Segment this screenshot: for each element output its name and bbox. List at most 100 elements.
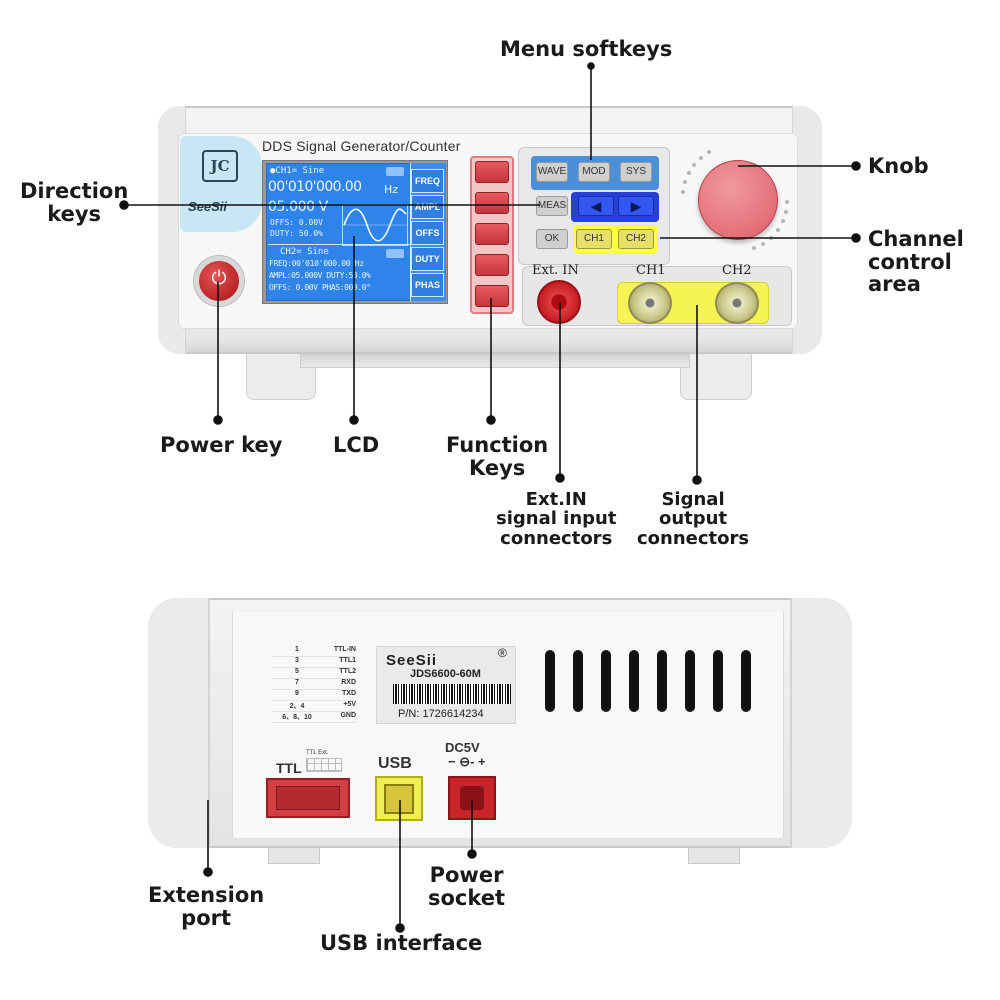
ext-in-label: Ext. IN <box>532 263 579 278</box>
ttl-mini-pin-grid <box>306 758 342 772</box>
sys-key[interactable]: SYS <box>620 162 652 182</box>
lcd-ch1-offset: OFFS: 0.00V <box>270 218 323 227</box>
callout-extension-port: Extension port <box>148 884 264 929</box>
ext-in-connector[interactable] <box>537 280 581 324</box>
lcd-ch1-amplitude: 05.000 V <box>268 199 328 215</box>
power-icon: ⏻ <box>211 268 227 289</box>
ch1-output-label: CH1 <box>636 263 666 278</box>
callout-extension-port-line: port <box>181 905 232 930</box>
brand-logo-icon: JC <box>202 150 238 182</box>
vent-slot <box>573 650 583 712</box>
label-brand: SeeSii <box>386 652 438 669</box>
callout-ext-in-line: Ext.IN <box>525 489 587 510</box>
mod-key[interactable]: MOD <box>578 162 610 182</box>
lcd-menu-duty: DUTY <box>411 247 444 271</box>
callout-extension-port-line: Extension <box>148 883 265 907</box>
lcd-divider <box>268 244 410 245</box>
lcd-menu-ampl: AMPL <box>411 195 444 219</box>
callout-ext-in: Ext.IN signal input connectors <box>496 489 617 549</box>
ttl-label: TTL <box>276 760 302 776</box>
wave-key[interactable]: WAVE <box>536 162 568 182</box>
device-model-text: DDS Signal Generator/Counter <box>262 138 461 154</box>
lcd-ch2-frequency: FREQ:00'010'000.00 Hz <box>269 259 364 268</box>
callout-power-socket-line: socket <box>428 885 506 910</box>
vent-slot <box>741 650 751 712</box>
vent-slot <box>713 650 723 712</box>
vent-slot <box>545 650 555 712</box>
registered-mark: ® <box>498 646 507 660</box>
dc-label: DC5V <box>445 740 480 755</box>
callout-function-keys: Function Keys <box>446 434 548 479</box>
lcd-on-badge <box>386 167 404 176</box>
back-left-rim <box>148 598 210 848</box>
callout-direction-keys-line: Direction <box>20 179 129 203</box>
back-right-rim <box>790 598 852 848</box>
callout-signal-output: Signal output connectors <box>637 489 750 549</box>
callout-usb-interface: USB interface <box>320 931 483 955</box>
callout-signal-output-line: connectors <box>637 527 750 549</box>
lcd-ch1-header: ●CH1= Sine <box>270 166 325 176</box>
lcd-ch2-amplitude: AMPL:05.000V DUTY:50.0% <box>269 271 371 280</box>
callout-power-key: Power key <box>160 433 283 457</box>
lcd-ch2-header: CH2= Sine <box>280 247 329 257</box>
lcd-ch1-duty: DUTY: 50.0% <box>270 229 323 238</box>
vent-slot <box>601 650 611 712</box>
brand-name: SeeSii <box>188 199 228 214</box>
lcd-menu-offs: OFFS <box>411 221 444 245</box>
right-arrow-key[interactable]: ▶ <box>618 196 654 216</box>
ch1-bnc-connector[interactable] <box>628 282 672 324</box>
usb-port-inner <box>384 784 414 814</box>
ch2-bnc-connector[interactable] <box>715 282 759 324</box>
callout-signal-output-line: Signal <box>661 489 725 510</box>
lcd-ch1-frequency: 00'010'000.00 <box>268 179 362 195</box>
callout-channel-control-line: Channel <box>868 227 964 251</box>
lcd-on-badge <box>386 249 404 258</box>
left-arrow-key[interactable]: ◀ <box>578 196 614 216</box>
callout-lcd: LCD <box>333 433 380 457</box>
callout-channel-control-line: area <box>868 272 921 297</box>
function-key-1[interactable] <box>475 161 509 183</box>
callout-ext-in-line: connectors <box>500 527 613 549</box>
ttl-port-pins <box>276 786 340 810</box>
callout-function-keys-line: Function <box>446 433 549 457</box>
callout-knob: Knob <box>868 154 929 178</box>
ch1-key[interactable]: CH1 <box>576 229 612 249</box>
dc-polarity-icon: − ⊖- + <box>448 754 486 769</box>
vent-slot <box>657 650 667 712</box>
power-button[interactable] <box>194 256 244 306</box>
function-key-4[interactable] <box>475 254 509 276</box>
callout-direction-keys: Direction keys <box>20 180 128 225</box>
vent-slot <box>629 650 639 712</box>
callout-channel-control: Channel control area <box>868 228 964 296</box>
ch2-key[interactable]: CH2 <box>618 229 654 249</box>
callout-ext-in-line: signal input <box>496 508 617 530</box>
front-stand-bar <box>300 354 690 368</box>
lcd-ch2-offset: OFFS: 0.00V PHAS:000.0° <box>269 283 371 292</box>
callout-channel-control-line: control <box>868 249 952 274</box>
function-key-5[interactable] <box>475 285 509 307</box>
meas-key[interactable]: MEAS <box>536 196 568 216</box>
lcd-menu-freq: FREQ <box>411 169 444 193</box>
function-key-2[interactable] <box>475 192 509 214</box>
callout-direction-keys-line: keys <box>47 201 102 226</box>
label-part-number: P/N: 1726614234 <box>398 708 484 720</box>
callout-power-socket: Power socket <box>428 864 505 909</box>
lcd-ch1-frequency-unit: Hz <box>384 183 399 196</box>
ok-key[interactable]: OK <box>536 229 568 249</box>
callout-power-socket-line: Power <box>429 863 504 887</box>
rotary-knob[interactable] <box>698 160 778 240</box>
ttl-mini-label: TTL Ext. <box>306 750 329 756</box>
function-key-3[interactable] <box>475 223 509 245</box>
ch2-output-label: CH2 <box>722 263 752 278</box>
barcode <box>393 684 511 704</box>
lcd-menu-phas: PHAS <box>411 273 444 297</box>
pin-row: 2、4+5V <box>272 701 356 712</box>
callout-signal-output-line: output <box>659 508 728 530</box>
callout-function-keys-line: Keys <box>468 455 526 480</box>
